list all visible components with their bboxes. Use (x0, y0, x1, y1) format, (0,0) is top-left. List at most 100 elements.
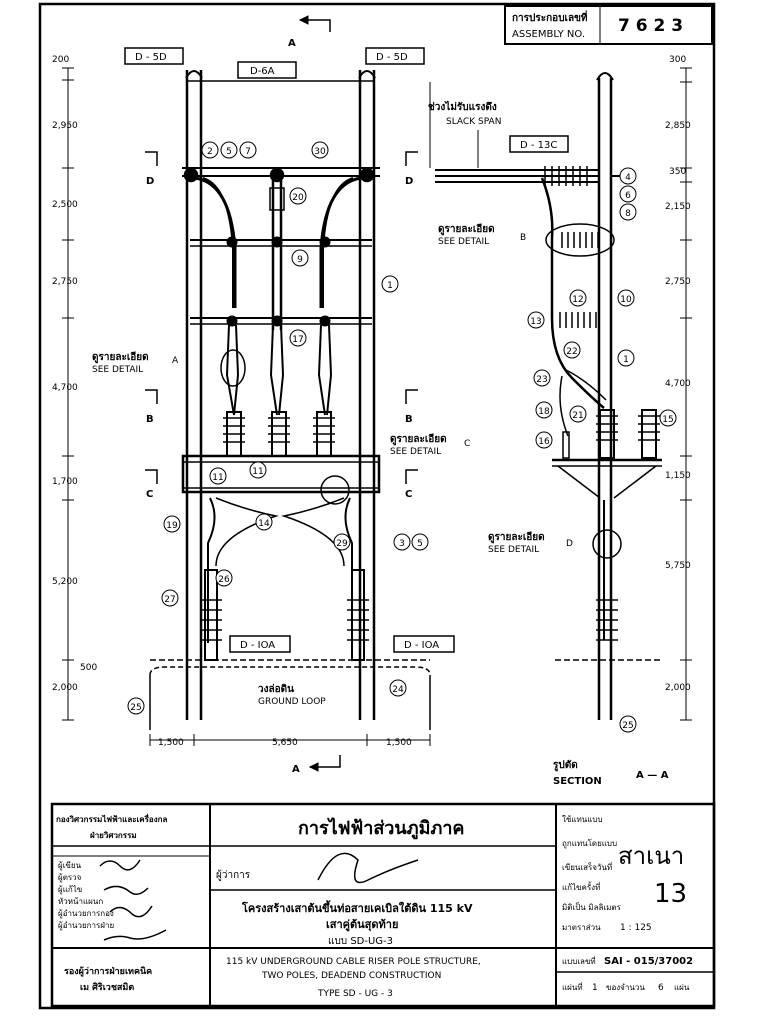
dim-r-350: 350 (669, 167, 686, 177)
signature-director (103, 929, 167, 941)
ref-d5d-left: D - 5D (135, 52, 167, 63)
section-view-labels: ช่วงไม่รับแรงดึง SLACK SPAN D - 13C ดูรา… (428, 55, 691, 787)
ref-d5d-right: D - 5D (376, 52, 408, 63)
project-en-line2: TWO POLES, DEADEND CONSTRUCTION (261, 971, 441, 981)
sheet-unit: แผ่น (674, 983, 690, 992)
approver-label: ผู้ว่าการ (216, 869, 251, 881)
dim-1500-left: 1,500 (158, 738, 184, 748)
dim-r-300: 300 (669, 55, 686, 65)
see-detail-b-th: ดูรายละเอียด (438, 223, 495, 236)
dim-r-4700: 4,700 (665, 379, 691, 389)
dim-2750: 2,750 (52, 277, 78, 287)
item-s8: 8 (625, 209, 631, 219)
item-s6: 6 (625, 191, 631, 201)
section-en: SECTION (553, 776, 602, 787)
item-5b: 5 (417, 539, 423, 549)
item-29: 29 (336, 539, 348, 549)
scale-label: มาตราส่วน (562, 923, 601, 932)
dim-2500: 2,500 (52, 200, 78, 210)
assembly-label-th: การประกอบเลขที่ (512, 10, 588, 24)
see-detail-b-en: SEE DETAIL (438, 237, 489, 247)
dim-2000: 2,000 (52, 683, 78, 693)
item-7: 7 (245, 147, 251, 157)
detail-letter-d: D (566, 539, 573, 549)
section-c-left: C (146, 489, 153, 500)
revision-label: แก้ไขครั้งที่ (562, 881, 600, 892)
governor-signature (317, 852, 419, 884)
approver-name: เม ศิริเวชสมิต (80, 982, 134, 993)
item-5: 5 (226, 147, 232, 157)
ref-d13c: D - 13C (520, 140, 557, 151)
dim-5200: 5,200 (52, 577, 78, 587)
section-id: A — A (636, 770, 669, 781)
section-mark-bottom: A (292, 764, 300, 775)
dim-r-2750: 2,750 (665, 277, 691, 287)
section-b-right: B (405, 414, 413, 425)
see-detail-c-en: SEE DETAIL (390, 447, 441, 457)
see-detail-d-en: SEE DETAIL (488, 545, 539, 555)
ref-d10a-left: D - IOA (240, 640, 275, 651)
dim-4700: 4,700 (52, 383, 78, 393)
item-27: 27 (164, 595, 175, 605)
scale-value: 1 : 125 (620, 923, 652, 933)
role-section-head: หัวหน้าแผนก (58, 897, 103, 906)
sheet-total: 6 (658, 983, 664, 993)
dim-5650: 5,650 (272, 738, 298, 748)
division-th: ฝ่ายวิศวกรรม (90, 831, 137, 840)
section-item-balloons: 4 6 8 12 10 13 22 1 23 18 21 16 15 25 (527, 167, 677, 733)
approver-sig-title: รองผู้ว่าการฝ่ายเทคนิค (64, 966, 152, 977)
role-division-director: ผู้อำนวยการกอง (58, 909, 114, 919)
dim-r-2850: 2,850 (665, 121, 691, 131)
item-30: 30 (314, 147, 326, 157)
item-s1: 1 (623, 355, 629, 365)
ground-loop-en: GROUND LOOP (258, 697, 326, 707)
section-th: รูปตัด (553, 759, 578, 772)
ref-d10a-right: D - IOA (404, 640, 439, 651)
dim-2950: 2,950 (52, 121, 78, 131)
sheet-no: 1 (592, 983, 598, 993)
completed-date-label: เขียนเสร็จวันที่ (562, 861, 612, 872)
item-26: 26 (218, 575, 230, 585)
see-detail-a-th: ดูรายละเอียด (92, 351, 149, 364)
signature-editor (103, 885, 149, 895)
project-en-line3: TYPE SD - UG - 3 (317, 989, 393, 999)
slack-span-th: ช่วงไม่รับแรงดึง (428, 100, 497, 113)
ref-d6a: D-6A (250, 66, 275, 77)
section-b-left: B (146, 414, 154, 425)
detail-letter-c: C (464, 439, 470, 449)
section-a-a (429, 67, 692, 721)
item-1: 1 (387, 281, 393, 291)
stamp-number: 13 (654, 879, 687, 909)
sheet-border (38, 2, 716, 1010)
assembly-number-box: การประกอบเลขที่ ASSEMBLY NO. 7 6 2 3 (504, 5, 713, 45)
dim-500: 500 (80, 663, 97, 673)
dept-th: กองวิศวกรรมไฟฟ้าและเครื่องกล (56, 813, 167, 824)
item-s15: 15 (662, 415, 673, 425)
item-20: 20 (292, 193, 304, 203)
project-th-line2: เสาคู่ต้นสุดท้าย (326, 918, 398, 932)
section-d-right: D (405, 176, 413, 187)
units-label: มิติเป็น มิลลิเมตร (562, 902, 622, 912)
drawing-no-label: แบบเลขที่ (562, 955, 596, 966)
role-checker: ผู้ตรวจ (58, 873, 82, 883)
assembly-label-en: ASSEMBLY NO. (512, 29, 585, 40)
item-11b: 11 (252, 467, 263, 477)
see-detail-d-th: ดูรายละเอียด (488, 531, 545, 544)
ground-loop-th: วงล่อดิน (258, 683, 294, 695)
title-block-text: กองวิศวกรรมไฟฟ้าและเครื่องกล ฝ่ายวิศวกรร… (56, 813, 693, 999)
item-s16: 16 (538, 437, 550, 447)
item-s25: 25 (622, 721, 633, 731)
drawing-no: SAI - 015/37002 (604, 956, 693, 967)
item-25: 25 (130, 703, 141, 713)
item-17: 17 (292, 335, 303, 345)
role-editor: ผู้แก้ไข (58, 885, 82, 895)
front-elevation (62, 15, 431, 772)
project-en-line1: 115 kV UNDERGROUND CABLE RISER POLE STRU… (226, 957, 481, 967)
item-9: 9 (297, 255, 303, 265)
item-s23: 23 (536, 375, 547, 385)
signature-writer (99, 859, 141, 871)
section-c-right: C (405, 489, 412, 500)
slack-span-en: SLACK SPAN (446, 117, 501, 127)
see-detail-a-en: SEE DETAIL (92, 365, 143, 375)
